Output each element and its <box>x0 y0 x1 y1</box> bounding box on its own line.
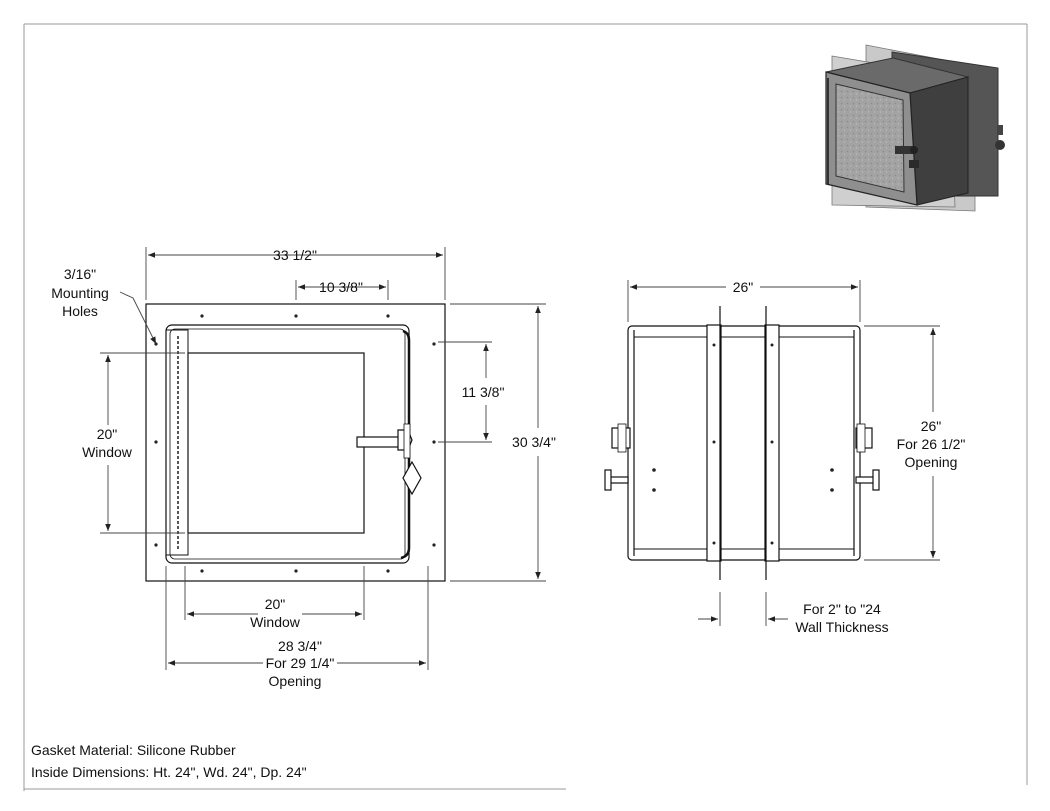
mounting-holes-label-2: Mounting <box>51 285 109 301</box>
overall-height-label: 30 3/4" <box>512 434 556 450</box>
side-view <box>604 306 880 580</box>
opening-width-label-2: For 29 1/4" <box>266 655 335 671</box>
hole-spacing-label: 10 3/8" <box>319 279 363 295</box>
sheet-border <box>23 23 1028 791</box>
depth-label: 26" <box>733 279 754 295</box>
mounting-holes-label-3: Holes <box>62 303 98 319</box>
side-dimensions <box>627 280 940 626</box>
window-height-label-2: Window <box>82 444 133 460</box>
overall-width-label: 33 1/2" <box>273 247 317 263</box>
front-dimensions <box>100 247 546 670</box>
wall-thickness-label-2: Wall Thickness <box>795 619 888 635</box>
mounting-holes-label-1: 3/16" <box>64 266 96 282</box>
side-labels: 26" 26" For 26 1/2" Opening For 2" to "2… <box>733 279 966 635</box>
isometric-render <box>825 44 1005 212</box>
front-mounting-holes <box>154 314 436 573</box>
window-width-label-2: Window <box>250 614 301 630</box>
window-height-label-1: 20" <box>97 426 118 442</box>
opening-width-label-3: Opening <box>269 673 322 689</box>
side-height-label-1: 26" <box>921 418 942 434</box>
gasket-material-note: Gasket Material: Silicone Rubber <box>31 742 236 758</box>
side-height-label-3: Opening <box>905 454 958 470</box>
window-width-label-1: 20" <box>265 596 286 612</box>
front-view <box>145 303 446 582</box>
inside-dimensions-note: Inside Dimensions: Ht. 24", Wd. 24", Dp.… <box>31 764 307 780</box>
front-labels: 33 1/2" 10 3/8" 3/16" Mounting Holes 20"… <box>51 247 556 689</box>
opening-width-label-1: 28 3/4" <box>278 638 322 654</box>
handle-offset-label: 11 3/8" <box>462 384 505 400</box>
side-height-label-2: For 26 1/2" <box>897 436 966 452</box>
side-mounting-holes <box>652 343 834 545</box>
wall-thickness-label-1: For 2" to "24 <box>803 601 881 617</box>
